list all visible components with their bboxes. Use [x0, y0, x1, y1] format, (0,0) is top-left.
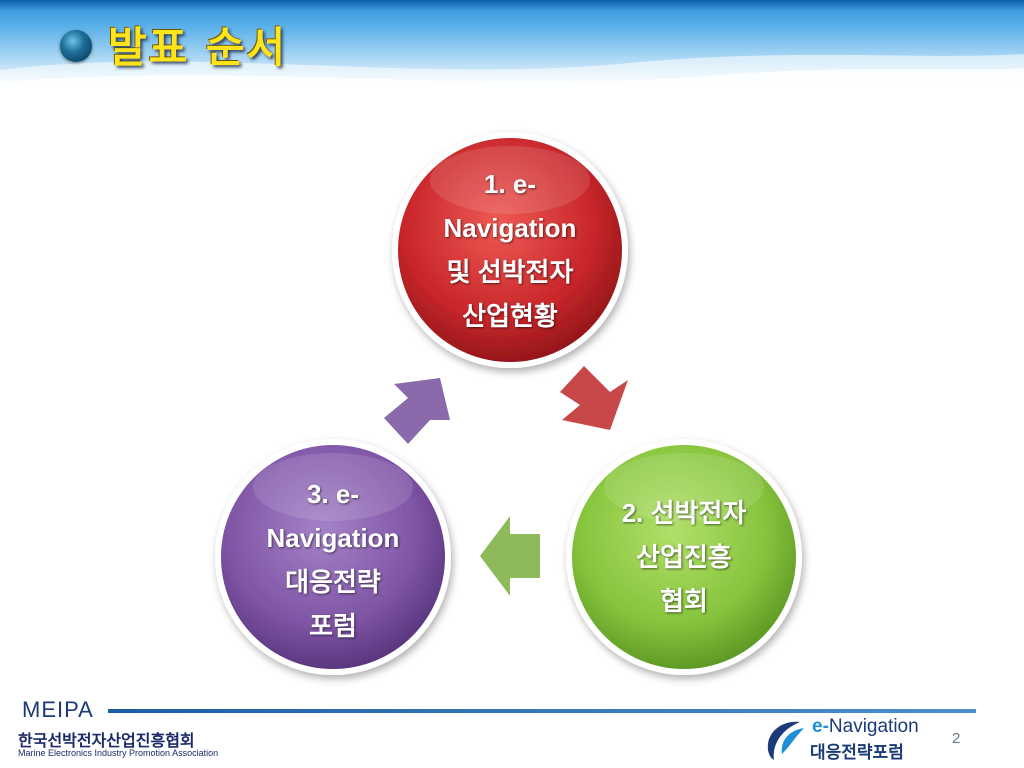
- meipa-logo: MEIPA 한국선박전자산업진흥협회 Marine Electronics In…: [18, 693, 218, 763]
- cycle-arrow-3-to-1: [384, 378, 450, 444]
- node-2-line-2: 산업진흥: [636, 542, 732, 572]
- cycle-arrow-2-to-3: [480, 516, 540, 596]
- slide-title: 발표 순서: [108, 23, 288, 72]
- cycle-node-1: [392, 132, 628, 368]
- node-1-line-2: Navigation: [443, 213, 577, 243]
- cycle-node-1-label: 1. e- Navigation 및 선박전자 산업현황: [420, 162, 600, 338]
- header-wave: [0, 54, 1024, 95]
- node-3-line-3: 대응전략: [285, 567, 381, 597]
- node-3-line-1: 3. e-: [306, 479, 360, 509]
- node-2-line-3: 협회: [660, 586, 708, 616]
- page-number: 2: [952, 730, 961, 747]
- enav-logo-english: e-Navigation: [812, 716, 919, 738]
- node-3-line-4: 포럼: [309, 611, 357, 641]
- meipa-logo-korean: 한국선박전자산업진흥협회: [18, 731, 195, 750]
- meipa-logo-english: Marine Electronics Industry Promotion As…: [18, 748, 219, 758]
- cycle-node-3-label: 3. e- Navigation 대응전략 포럼: [243, 472, 423, 648]
- node-1-line-1: 1. e-: [483, 169, 537, 199]
- enav-forum-logo: e-Navigation 대응전략포럼: [760, 714, 940, 764]
- enav-logo-korean: 대응전략포럼: [810, 743, 904, 763]
- header-band: [0, 0, 1024, 95]
- node-1-line-3: 및 선박전자: [446, 257, 574, 287]
- enav-logo-word: Navigation: [828, 716, 919, 737]
- cycle-arrow-1-to-2: [560, 366, 628, 430]
- cycle-node-2: [566, 439, 802, 675]
- enav-swoosh-icon: [767, 721, 804, 760]
- node-2-line-1: 2. 선박전자: [621, 498, 747, 528]
- header-stripe: [0, 0, 1024, 10]
- cycle-node-3: [215, 439, 451, 675]
- node-3-line-2: Navigation: [266, 523, 400, 553]
- node-1-line-4: 산업현황: [462, 301, 558, 331]
- title-bullet-icon: [60, 30, 92, 62]
- footer-divider: [108, 709, 976, 713]
- enav-logo-prefix: e-: [812, 716, 829, 737]
- cycle-node-2-label: 2. 선박전자 산업진흥 협회: [594, 491, 774, 623]
- meipa-logo-mark: MEIPA: [22, 697, 94, 722]
